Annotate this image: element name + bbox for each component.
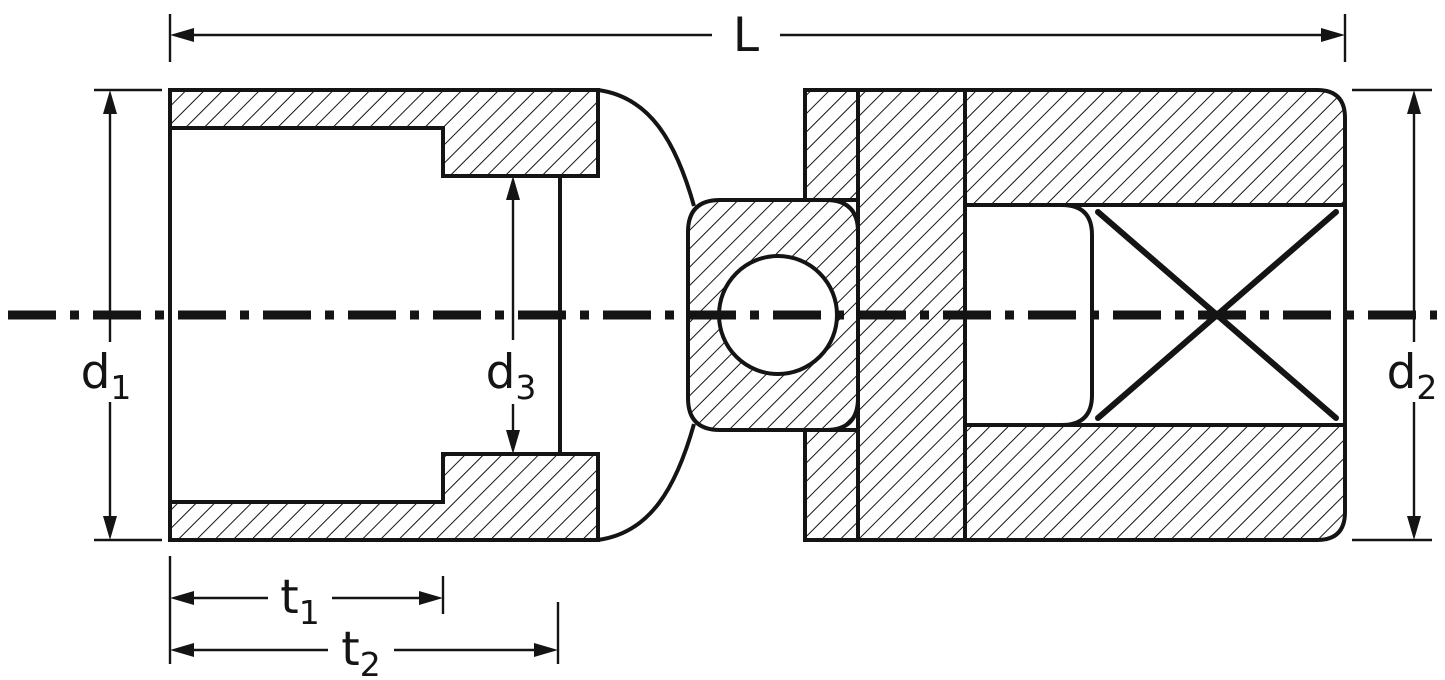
dimension-d2: d2 (1352, 88, 1438, 542)
dim-label-d3: d3 (486, 345, 537, 407)
dim-label-d1: d1 (81, 345, 132, 407)
drive-end-section (803, 88, 1347, 542)
arrowhead-t2-left (170, 643, 194, 657)
arrowhead-t1-left (170, 591, 194, 605)
dim-label-t1: t1 (280, 570, 319, 632)
dimension-t2: t2 (170, 602, 560, 680)
arrowhead-d3-top (506, 176, 520, 200)
yoke-flange-bottom-hatched (803, 428, 860, 542)
arrowhead-L-right (1321, 28, 1345, 42)
dimension-t1: t1 (168, 556, 445, 664)
neck-bottom-curve (597, 423, 696, 542)
dimension-d3: d3 (486, 176, 537, 454)
arrowhead-d1-top (103, 90, 117, 114)
arrowhead-d3-bottom (506, 430, 520, 454)
drive-body-top-hatched (963, 88, 1347, 207)
cup-bottom-wall-hatched (168, 452, 600, 542)
arrowhead-L-left (170, 28, 194, 42)
dim-label-d2: d2 (1387, 345, 1438, 407)
cup-top-wall-hatched (168, 88, 600, 178)
dim-label-L: L (733, 8, 759, 63)
arrowhead-d1-bottom (103, 516, 117, 540)
arrowhead-d2-top (1407, 90, 1421, 114)
dimension-d1: d1 (81, 88, 162, 542)
arrowhead-t2-right (534, 643, 558, 657)
yoke-flange-top-hatched (803, 88, 860, 202)
dim-label-t2: t2 (341, 622, 380, 680)
neck-top-curve (597, 88, 696, 207)
arrowhead-t1-right (419, 591, 443, 605)
drive-body-bottom-hatched (963, 423, 1347, 542)
dimension-L: L (168, 8, 1347, 63)
arrowhead-d2-bottom (1407, 516, 1421, 540)
